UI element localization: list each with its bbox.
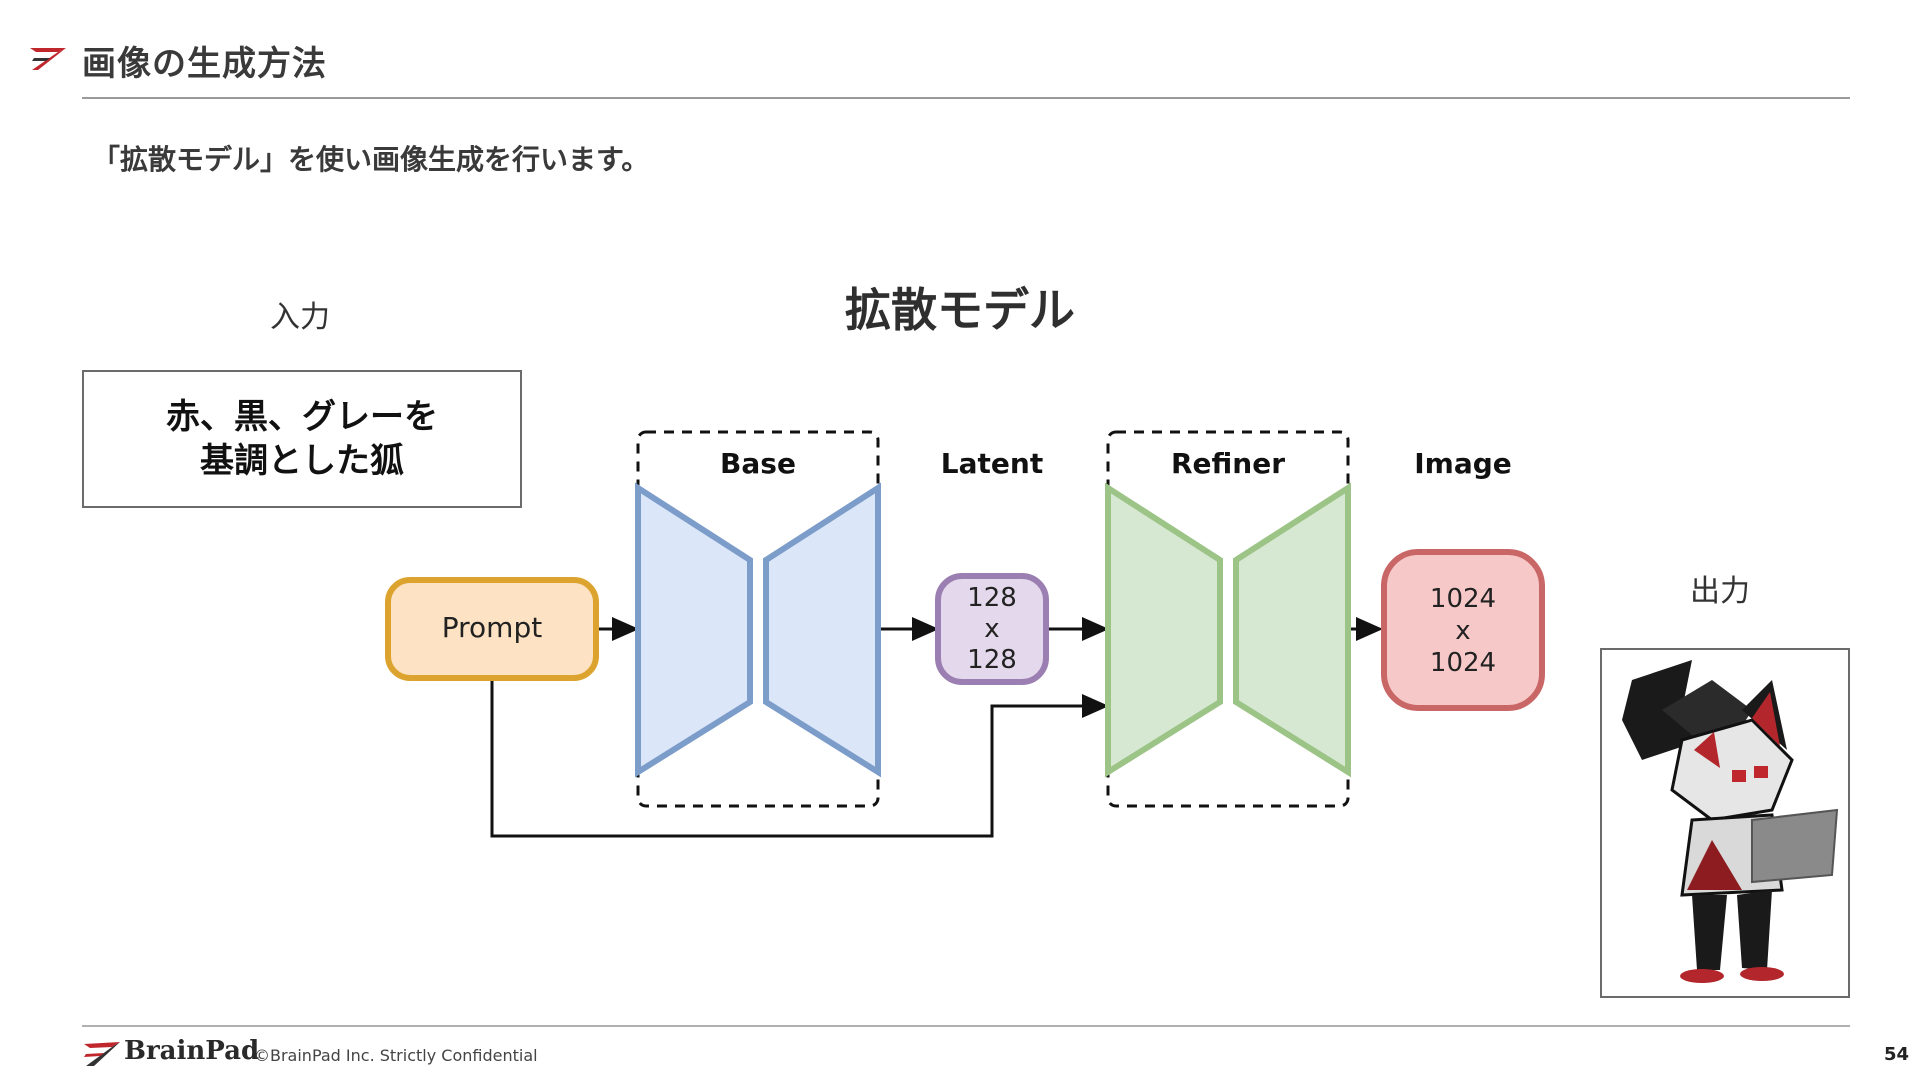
base-label: Base	[720, 447, 796, 480]
refiner-encoder-shape	[1105, 482, 1223, 778]
image-size-line-2: x	[1455, 616, 1470, 646]
footer-divider	[82, 1025, 1850, 1027]
latent-node	[935, 573, 1049, 685]
prompt-node-label: Prompt	[442, 611, 542, 644]
page-number: 54	[1884, 1044, 1910, 1065]
base-encoder-shape	[635, 482, 753, 778]
refiner-label: Refiner	[1171, 447, 1285, 480]
page-title: 画像の生成方法	[82, 44, 327, 84]
image-node	[1381, 549, 1545, 711]
brand-wordmark: BrainPad	[124, 1036, 260, 1066]
latent-label: Latent	[941, 447, 1043, 480]
prompt-node	[385, 577, 599, 681]
brainpad-footer-mark-icon	[84, 1042, 120, 1066]
image-size-line-1: 1024	[1430, 584, 1496, 614]
refiner-decoder-shape	[1233, 482, 1351, 778]
page-subtitle: 「拡散モデル」を使い画像生成を行います。	[92, 143, 650, 176]
output-image-frame	[1600, 648, 1850, 998]
model-title: 拡散モデル	[845, 283, 1075, 337]
output-label: 出力	[1690, 574, 1750, 609]
latent-size-line-3: 128	[967, 645, 1017, 675]
latent-size-line-2: x	[984, 614, 999, 644]
input-label: 入力	[270, 300, 330, 335]
latent-size-line-1: 128	[967, 583, 1017, 613]
brainpad-mark-icon	[30, 48, 66, 70]
image-label: Image	[1414, 447, 1512, 480]
prompt-to-refiner-connector	[490, 680, 1109, 838]
copyright-text: ©BrainPad Inc. Strictly Confidential	[254, 1046, 538, 1065]
fox-character-illustration	[1622, 660, 1839, 983]
image-size-line-3: 1024	[1430, 648, 1496, 678]
title-divider	[82, 97, 1850, 99]
input-prompt-box: 赤、黒、グレーを 基調とした狐	[82, 370, 522, 508]
base-decoder-shape	[763, 482, 881, 778]
